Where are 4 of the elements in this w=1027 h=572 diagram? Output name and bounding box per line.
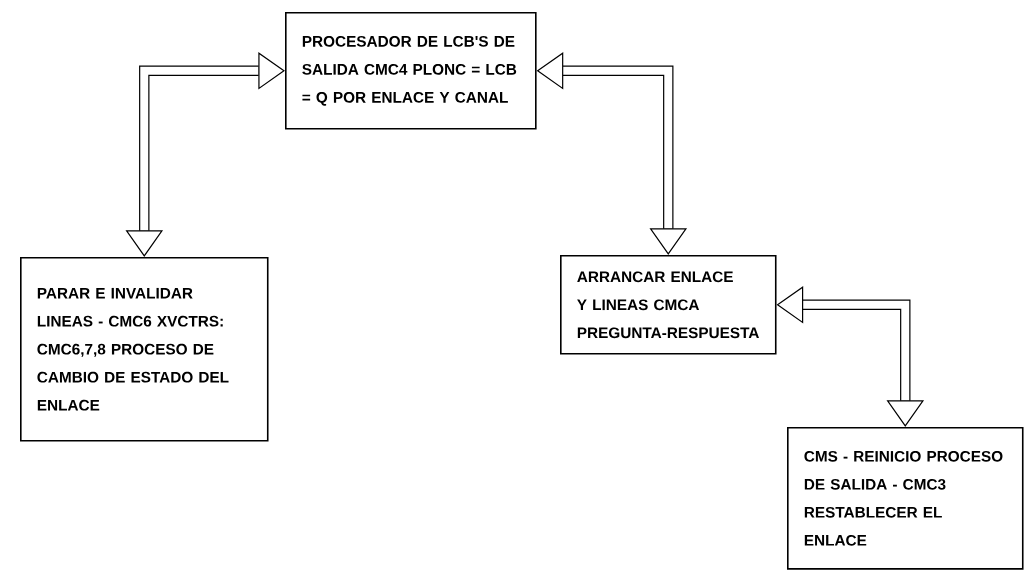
- process-box: ARRANCAR ENLACE Y LINEAS CMCA PREGUNTA-RESPUESTA: [560, 255, 777, 355]
- process-box: PARAR E INVALIDAR LINEAS - CMC6 XVCTRS: CMC6,7,8 PROCESO DE CAMBIO DE ESTADO DEL ENLACE: [20, 257, 269, 442]
- process-box: PROCESADOR DE LCB'S DE SALIDA CMC4 PLONC = LCB = Q POR ENLACE Y CANAL: [285, 12, 537, 130]
- process-box: CMS - REINICIO PROCESO DE SALIDA - CMC3 RESTABLECER EL ENLACE: [787, 427, 1024, 570]
